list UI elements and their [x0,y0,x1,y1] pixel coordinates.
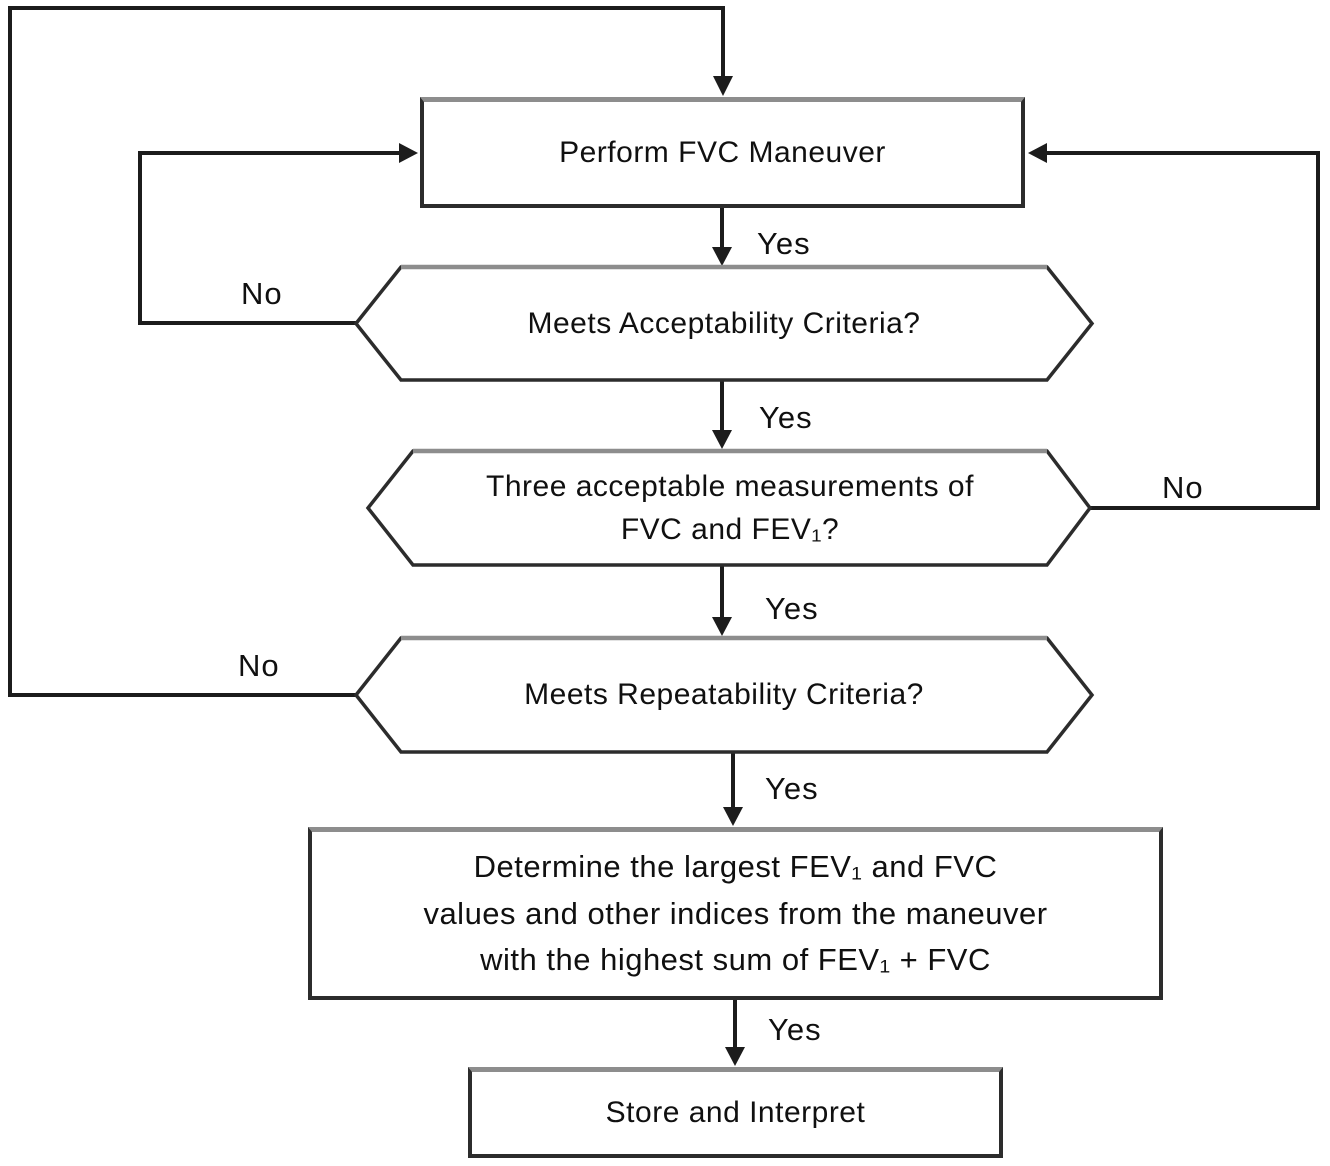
node-meets-acceptability-criteria: Meets Acceptability Criteria? [401,267,1047,380]
connector-repeatability-to-determine [723,752,743,826]
node-perform-fvc-maneuver: Perform FVC Maneuver [420,97,1025,208]
edge-label-no-three-acceptable: No [1162,470,1204,505]
node-store-and-interpret: Store and Interpret [468,1067,1003,1158]
node-label: Store and Interpret [605,1096,866,1130]
edge-label-yes-to-determine: Yes [765,771,819,806]
node-label: Meets Repeatability Criteria? [524,678,924,712]
arrow-left-icon [1028,143,1047,163]
connector-perform-to-acceptability [712,208,732,266]
arrow-down-icon [712,430,732,449]
decision-repeatability-shape [353,635,1095,754]
node-label: Meets Acceptability Criteria? [527,306,921,340]
edge-label-yes-to-acceptability: Yes [757,226,811,261]
connector-three-acceptable-no-loop [1028,143,1320,510]
arrow-down-icon [725,1047,745,1066]
decision-acceptability-shape [353,264,1095,382]
connector-three-to-repeatability [712,565,732,636]
edge-label-yes-to-three-acceptable: Yes [759,400,813,435]
edge-label-no-acceptability: No [241,276,283,311]
arrow-down-icon [713,76,733,96]
node-determine-largest-values: Determine the largest FEV₁ and FVC value… [308,827,1163,1000]
node-label: Perform FVC Maneuver [559,136,886,170]
arrow-right-icon [399,143,418,163]
node-label-line2: values and other indices from the maneuv… [423,895,1048,931]
edge-label-no-repeatability: No [238,648,280,683]
edge-label-yes-to-repeatability: Yes [765,591,819,626]
arrow-down-icon [712,617,732,636]
node-label-line2: FVC and FEV₁? [620,513,840,546]
connector-acceptability-to-three [712,380,732,449]
arrow-down-icon [712,247,732,266]
arrow-down-icon [723,807,743,826]
node-label-line1: Three acceptable measurements of [486,469,974,503]
connector-determine-to-store [725,1000,745,1066]
node-label-line3: with the highest sum of FEV₁ + FVC [480,942,991,978]
edge-label-yes-to-store: Yes [768,1012,822,1047]
decision-three-acceptable-shape [365,448,1093,567]
connector-repeatability-no-loop [8,6,733,697]
connector-acceptability-no-loop [138,143,418,325]
node-three-acceptable-measurements: Three acceptable measurements of FVC and… [413,451,1047,565]
node-label-line1: Determine the largest FEV₁ and FVC [473,849,998,885]
node-meets-repeatability-criteria: Meets Repeatability Criteria? [401,638,1047,752]
